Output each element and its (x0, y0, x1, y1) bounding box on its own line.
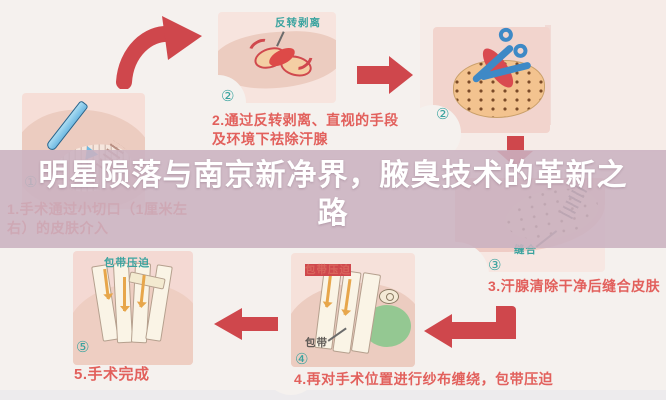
background-bottom-strip (0, 390, 666, 400)
step3-caption: 3.汗腺清除干净后缝合皮肤 (488, 278, 661, 294)
left-arrow-head-icon (214, 308, 242, 340)
title-band-overlay (0, 150, 666, 248)
page-title: 明星陨落与南京新净界，腋臭技术的革新之 路 (0, 157, 666, 233)
left-arrow-icon (242, 317, 278, 331)
step4-caption: 4.再对手术位置进行纱布缠绕，包带压迫 (294, 371, 554, 387)
step4-badge: ④ (295, 351, 309, 368)
step3-badge: ③ (488, 257, 502, 274)
step2-caption-line1: 2.通过反转剥离、直视的手段 (212, 112, 399, 128)
step5-caption: 5.手术完成 (74, 366, 150, 383)
right-arrow-head-icon (389, 56, 413, 94)
step5-badge: ⑤ (76, 339, 90, 356)
step2b-badge: ② (436, 106, 450, 123)
step2-badge: ② (221, 88, 235, 105)
elbow-arrow-icon (452, 322, 516, 339)
right-arrow-icon (357, 66, 391, 84)
curved-arrow-icon (110, 14, 205, 90)
bandage-roll-icon (379, 289, 399, 304)
pressure-arrow-icon (119, 277, 130, 312)
down-arrow-icon (507, 136, 524, 153)
step5-annotation-top: 包带压迫 (104, 257, 150, 269)
elbow-arrow-head-icon (424, 314, 452, 348)
step2-caption-line2: 及环境下祛除汗腺 (212, 131, 328, 147)
page-title-line2: 路 (317, 197, 349, 230)
scissors-blade (471, 43, 515, 84)
scissors-handle (511, 42, 529, 60)
page-title-line1: 明星陨落与南京新净界，腋臭技术的革新之 (38, 159, 628, 192)
step2-annotation-label: 反转剥离 (275, 17, 321, 29)
panel-corner-notch (190, 75, 246, 131)
panel-corner-notch (423, 242, 489, 308)
step5-panel (73, 251, 193, 365)
scissors-handle (497, 27, 515, 44)
step4-annotation-bottom: 包带 (305, 337, 328, 349)
step4-annotation-top: 包带压迫 (305, 264, 351, 276)
